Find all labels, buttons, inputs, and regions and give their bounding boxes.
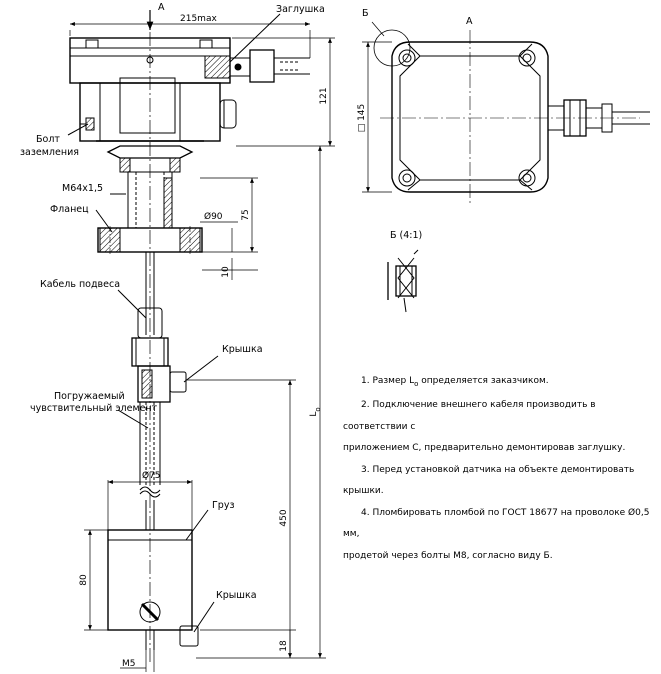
weight-label: Груз: [212, 500, 235, 511]
thread-label: М64х1,5: [62, 183, 103, 194]
cover-bottom-label: Крышка: [216, 590, 257, 601]
dim-head-height: 121: [319, 87, 329, 104]
cover-top-label: Крышка: [222, 344, 263, 355]
note-2-line-2: приложением С, предварительно демонтиров…: [343, 443, 626, 454]
top-view: [362, 21, 650, 205]
dim-screw: М5: [122, 659, 136, 669]
top-view-gland: [547, 99, 650, 137]
svg-text:Lо: Lо: [309, 407, 322, 416]
sensor-connector: [131, 307, 187, 403]
note-3: 3. Перед установкой датчика на объекте д…: [343, 464, 635, 497]
dim-weight-len: 450: [279, 509, 289, 526]
detail-view-b: [387, 249, 419, 313]
view-a-label-left: А: [158, 2, 165, 13]
note-4-line-1: 4. Пломбировать пломбой по ГОСТ 18677 на…: [343, 507, 650, 540]
dim-total-length: Lо: [309, 407, 322, 416]
note-2-line-1: 2. Подключение внешнего кабеля производи…: [343, 400, 596, 432]
dim-weight-height: 80: [79, 574, 89, 586]
view-a-label-right: А: [466, 16, 473, 27]
element-label-1: Погружаемый: [54, 391, 125, 402]
dim-flange-height: 75: [241, 209, 251, 220]
dim-bottom-gap: 18: [279, 640, 289, 652]
corner-bolt-tr: [518, 49, 536, 67]
plug-label: Заглушка: [276, 4, 325, 15]
nut-m64: [106, 145, 194, 173]
note-4-line-2: продетой через болты М8, согласно виду Б…: [343, 550, 553, 561]
notes-block: 1. Размер Lо определяется заказчиком. 2.…: [343, 371, 659, 567]
note-1: 1. Размер Lо определяется заказчиком.: [361, 376, 549, 388]
corner-bolt-bl: [398, 169, 416, 187]
ground-bolt-label-2: заземления: [20, 147, 79, 158]
weight: [107, 529, 199, 650]
dim-flange-thk: 10: [221, 266, 231, 278]
dim-weight-dia: Ø75: [142, 470, 161, 481]
dim-width-max: 215max: [180, 14, 217, 24]
side-view: [67, 10, 335, 672]
view-b-title: Б (4:1): [390, 230, 422, 241]
corner-bolt-br: [518, 169, 536, 187]
corner-bolt-tl: [398, 49, 416, 67]
flange: [97, 226, 203, 254]
flange-label: Фланец: [50, 204, 89, 215]
hanging-cable-label: Кабель подвеса: [40, 279, 120, 290]
dim-flange-dia: Ø90: [204, 211, 223, 222]
ground-bolt: [80, 117, 95, 131]
plug-gland: [204, 49, 310, 83]
view-b-marker: Б: [362, 8, 369, 19]
ground-bolt-label-1: Болт: [36, 134, 60, 145]
element-label-2: чувствительный элемент: [30, 403, 158, 414]
dim-square: □ 145: [357, 104, 367, 133]
